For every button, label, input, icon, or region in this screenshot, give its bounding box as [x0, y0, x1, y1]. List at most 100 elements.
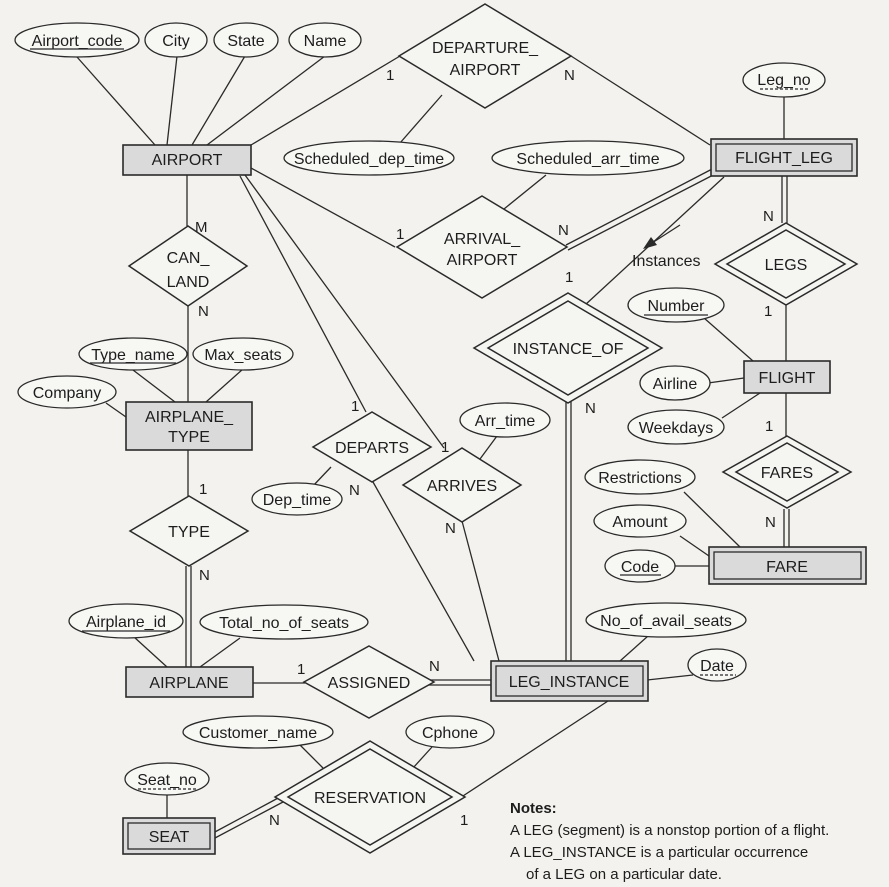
entity-airplane: AIRPLANE — [125, 666, 254, 698]
entity-label: TYPE — [168, 429, 210, 446]
notes-line: A LEG_INSTANCE is a particular occurrenc… — [510, 844, 808, 861]
entity-label: FARE — [766, 559, 808, 576]
relationship-arrives: ARRIVES — [401, 447, 523, 523]
cardinality-label: N — [445, 520, 456, 537]
attribute-leg-no: Leg_no — [742, 62, 826, 98]
attribute-label: Airport_code — [32, 33, 123, 50]
attribute-total-no-of-seats: Total_no_of_seats — [199, 604, 369, 640]
relationship-assigned: ASSIGNED — [302, 645, 436, 719]
attribute-seat-no: Seat_no — [124, 762, 210, 796]
relationship-label: TYPE — [168, 524, 210, 541]
attribute-label: Airplane_id — [86, 614, 166, 631]
attribute-no-of-avail-seats: No_of_avail_seats — [585, 602, 747, 638]
relationship-label: FARES — [761, 465, 813, 482]
attribute-label: State — [227, 33, 264, 50]
instances-label: Instances — [632, 253, 700, 270]
relationship-can-land: CAN_ LAND — [127, 225, 249, 307]
cardinality-label: M — [195, 219, 208, 236]
notes-line: of a LEG on a particular date. — [526, 866, 722, 883]
entity-label: SEAT — [149, 829, 190, 846]
notes-line: A LEG (segment) is a nonstop portion of … — [510, 822, 829, 839]
cardinality-label: 1 — [765, 418, 773, 435]
attribute-label: Restrictions — [598, 470, 682, 487]
cardinality-label: 1 — [199, 481, 207, 498]
attribute-name: Name — [288, 22, 362, 58]
attribute-scheduled-dep-time: Scheduled_dep_time — [283, 140, 455, 176]
entity-leg-instance: LEG_INSTANCE — [490, 660, 649, 702]
cardinality-label: 1 — [565, 269, 573, 286]
entity-label: FLIGHT_LEG — [735, 150, 833, 167]
cardinality-label: N — [349, 482, 360, 499]
attribute-amount: Amount — [593, 504, 687, 538]
attribute-label: Customer_name — [199, 725, 317, 742]
notes: Notes: A LEG (segment) is a nonstop port… — [510, 800, 829, 883]
relationship-reservation: RESERVATION — [273, 740, 467, 854]
attribute-max-seats: Max_seats — [192, 337, 294, 371]
entity-label: AIRPLANE — [149, 675, 228, 692]
cardinality-label: 1 — [460, 812, 468, 829]
attribute-type-name: Type_name — [78, 337, 188, 371]
attribute-state: State — [213, 22, 279, 58]
cardinality-label: 1 — [351, 398, 359, 415]
relationship-label: LEGS — [765, 257, 808, 274]
attribute-label: Cphone — [422, 725, 478, 742]
relationship-label: CAN_ — [167, 250, 211, 267]
entity-flight-leg: FLIGHT_LEG — [710, 138, 858, 177]
cardinality-label: N — [429, 658, 440, 675]
cardinality-label: 1 — [396, 226, 404, 243]
attribute-label: Amount — [612, 514, 668, 531]
entity-fare: FARE — [708, 546, 867, 585]
attribute-airport-code: Airport_code — [14, 22, 140, 58]
connector-lines — [76, 55, 790, 839]
relationship-legs: LEGS — [713, 222, 859, 306]
attribute-code: Code — [604, 549, 676, 583]
relationship-label: DEPARTURE_ — [432, 40, 539, 57]
attribute-label: Leg_no — [757, 72, 810, 89]
relationship-label: INSTANCE_OF — [513, 341, 624, 358]
instances-arrow — [643, 224, 681, 249]
attribute-label: Company — [33, 385, 101, 402]
relationship-label: AIRPORT — [450, 62, 521, 79]
entity-label: AIRPLANE_ — [145, 409, 234, 426]
attribute-label: Code — [621, 559, 659, 576]
cardinality-labels: 1 N 1 N M N N 1 1 N 1 N 1 N 1 N 1 N 1 N … — [195, 67, 776, 829]
attribute-label: Scheduled_arr_time — [516, 151, 659, 168]
attribute-cphone: Cphone — [405, 715, 495, 749]
attribute-arr-time: Arr_time — [459, 402, 551, 438]
attribute-label: No_of_avail_seats — [600, 613, 732, 630]
cardinality-label: N — [558, 222, 569, 239]
entity-airplane-type: AIRPLANE_ TYPE — [125, 401, 253, 451]
attribute-restrictions: Restrictions — [584, 459, 696, 495]
cardinality-label: N — [765, 514, 776, 531]
attribute-company: Company — [17, 375, 117, 409]
attribute-label: Scheduled_dep_time — [294, 151, 444, 168]
cardinality-label: 1 — [764, 303, 772, 320]
cardinality-label: 1 — [386, 67, 394, 84]
cardinality-label: N — [763, 208, 774, 225]
relationship-departure-airport: DEPARTURE_ AIRPORT — [397, 3, 573, 109]
relationship-label: ARRIVES — [427, 478, 497, 495]
attribute-label: Dep_time — [263, 492, 332, 509]
attribute-label: Type_name — [91, 347, 175, 364]
notes-title: Notes: — [510, 800, 557, 817]
attribute-airplane-id: Airplane_id — [68, 603, 184, 639]
attribute-customer-name: Customer_name — [182, 715, 334, 749]
attribute-label: Weekdays — [639, 420, 713, 437]
cardinality-label: N — [269, 812, 280, 829]
relationship-instance-of: INSTANCE_OF — [472, 292, 664, 404]
attribute-airline: Airline — [639, 365, 711, 401]
cardinality-label: N — [198, 303, 209, 320]
attribute-label: Arr_time — [475, 413, 536, 430]
attribute-city: City — [144, 22, 208, 58]
entity-label: FLIGHT — [759, 370, 816, 387]
attribute-label: Total_no_of_seats — [219, 615, 349, 632]
attribute-scheduled-arr-time: Scheduled_arr_time — [491, 140, 685, 176]
relationship-departs: DEPARTS — [311, 411, 433, 483]
entity-airport: AIRPORT — [122, 144, 252, 176]
relationship-fares: FARES — [721, 435, 853, 509]
relationship-label: ASSIGNED — [328, 675, 411, 692]
entity-label: LEG_INSTANCE — [509, 674, 630, 691]
attribute-label: Max_seats — [204, 347, 281, 364]
attribute-label: Number — [648, 298, 706, 315]
cardinality-label: 1 — [297, 661, 305, 678]
